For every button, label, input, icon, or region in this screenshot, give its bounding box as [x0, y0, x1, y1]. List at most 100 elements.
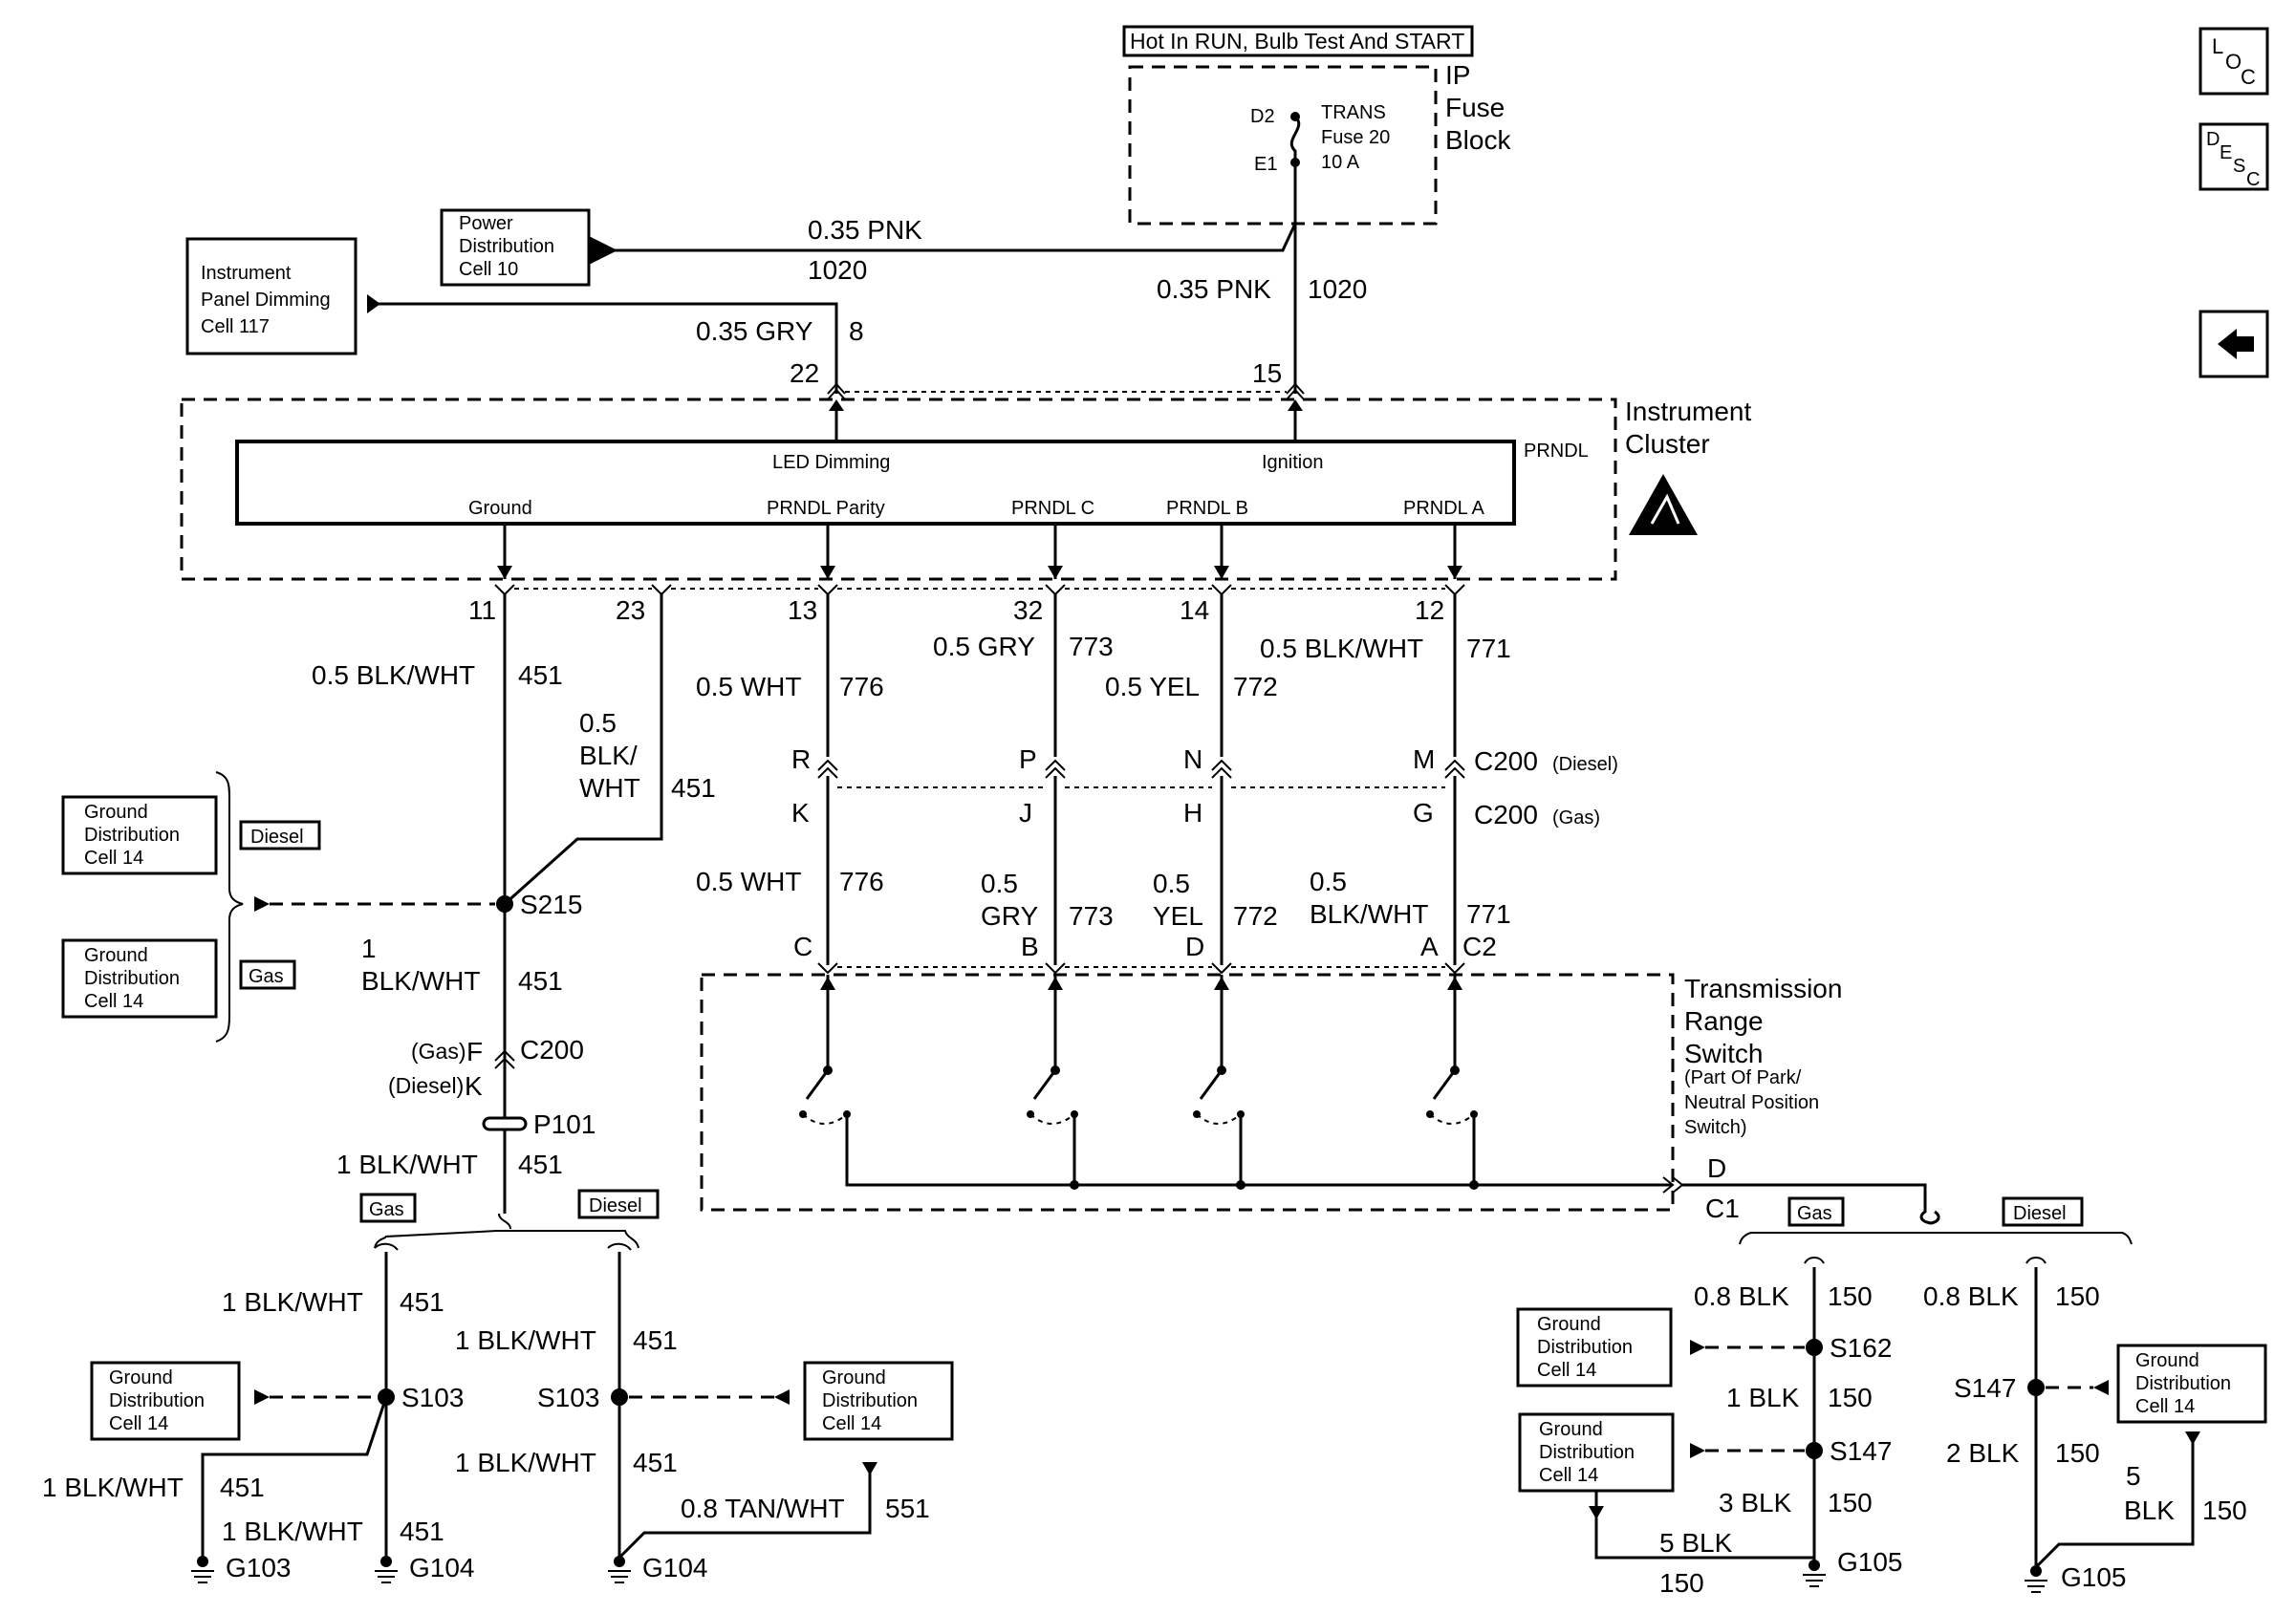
- desc-button[interactable]: D E S C: [2199, 122, 2269, 191]
- desc-s: S: [2233, 156, 2245, 177]
- desc-e: E: [2220, 142, 2232, 163]
- tag-diesel-right-text: Diesel: [2013, 1203, 2067, 1224]
- tag-gas-left-text: Gas: [249, 966, 284, 987]
- wr-150-e: 150: [1659, 1568, 1704, 1598]
- gd-l3: Cell 14: [84, 848, 143, 869]
- ground-dist-box-s103-gas[interactable]: [90, 1361, 241, 1441]
- g104-gas-label: G104: [409, 1553, 475, 1582]
- gd-l2: Distribution: [1537, 1337, 1633, 1358]
- wire-label-pnk: 0.35 PNK: [808, 215, 922, 245]
- loc-o: O: [2225, 50, 2242, 74]
- fuse-header: Hot In RUN, Bulb Test And START: [1130, 29, 1464, 54]
- fuse-header-box: [1122, 25, 1474, 57]
- pin-D: D: [1185, 932, 1204, 961]
- wire-label-451-b: 451: [671, 773, 716, 803]
- wire-label-451-split-3: WHT: [579, 773, 640, 803]
- pin-F: F: [466, 1037, 483, 1066]
- loc-c: C: [2241, 65, 2256, 89]
- ground-icon: [375, 1556, 398, 1583]
- gd-l1: Ground: [2135, 1350, 2199, 1371]
- wr-150-f: 150: [2055, 1438, 2100, 1468]
- esd-warning-icon: [1629, 474, 1698, 535]
- ground-dist-box-s162[interactable]: [1516, 1307, 1673, 1388]
- trs-outline: [700, 973, 1675, 1212]
- pin-22: 22: [790, 358, 819, 388]
- power-dist-box[interactable]: [440, 208, 591, 287]
- c2-connector: [817, 962, 1465, 975]
- pin-14: 14: [1180, 595, 1209, 625]
- ground-dist-box-diesel-left[interactable]: [61, 795, 218, 875]
- gd-l3: Cell 14: [84, 991, 143, 1012]
- pin-15: 15: [1252, 358, 1282, 388]
- gd-l2: Distribution: [109, 1390, 205, 1411]
- gd-l3: Cell 14: [109, 1413, 168, 1434]
- cluster-prndl-label: PRNDL: [1524, 441, 1589, 462]
- fuse-block-label-2: Fuse: [1445, 93, 1505, 122]
- pin-K-451: K: [465, 1071, 483, 1101]
- pin-K: K: [791, 798, 810, 828]
- s162-label: S162: [1830, 1333, 1892, 1363]
- back-button[interactable]: [2199, 310, 2269, 378]
- gd-l1: Ground: [109, 1367, 173, 1388]
- tag-gas-left: [239, 959, 296, 990]
- wire-label-772: 772: [1233, 672, 1278, 701]
- wr-label-08blk-a: 0.8 BLK: [1694, 1281, 1789, 1311]
- ground-icon: [191, 1556, 214, 1583]
- p101-label: P101: [533, 1109, 596, 1139]
- wire-1020-to-power-dist: [583, 223, 1297, 268]
- pin-11: 11: [468, 595, 496, 625]
- ip-dimming-box[interactable]: [185, 237, 357, 355]
- wire-label-1blkwht: 1 BLK/WHT: [336, 1150, 478, 1179]
- pin-N: N: [1183, 744, 1202, 774]
- wl-l-2: 1 BLK/WHT: [455, 1325, 596, 1355]
- pin-B: B: [1021, 932, 1039, 961]
- tag-gas-mid-text: Gas: [369, 1199, 404, 1220]
- fuse-element-icon: [1289, 115, 1301, 162]
- p101-connector: [482, 1116, 528, 1131]
- wr-150-c: 150: [1828, 1383, 1873, 1412]
- wire-label-773-2: 773: [1069, 901, 1114, 931]
- ip-fuse-block: [1128, 65, 1438, 226]
- wr-label-5blk: 5 BLK: [1659, 1528, 1733, 1558]
- s215-label: S215: [520, 890, 582, 919]
- ip-dimming-l2: Panel Dimming: [201, 290, 331, 311]
- wl-l-451-1: 451: [400, 1287, 444, 1317]
- wire-label-05-a: 0.5: [981, 869, 1018, 898]
- c200-diesel-tag: (Diesel): [1552, 754, 1618, 775]
- gd-l1: Ground: [84, 945, 148, 966]
- wire-label-773: 773: [1069, 632, 1114, 661]
- loc-button[interactable]: L O C: [2199, 27, 2269, 96]
- trs-label-4: (Part Of Park/: [1684, 1067, 1802, 1088]
- wire-label-wht-2: 0.5 WHT: [696, 867, 801, 896]
- wire-label-8: 8: [849, 316, 864, 346]
- ground-icon: [2025, 1565, 2047, 1593]
- wire-label-776-2: 776: [839, 867, 884, 896]
- wl-l-3: 1 BLK/WHT: [42, 1473, 184, 1502]
- wire-label-451-d: 451: [518, 1150, 563, 1179]
- pin-P: P: [1019, 744, 1037, 774]
- ground-dist-box-s103-diesel[interactable]: [803, 1361, 954, 1441]
- tag-gas-mid: [359, 1193, 417, 1223]
- wl-l-5: 1 BLK/WHT: [455, 1448, 596, 1477]
- pin-13: 13: [788, 595, 817, 625]
- wire-label-blkwht-2: BLK/WHT: [1310, 899, 1428, 929]
- pin-J: J: [1019, 798, 1032, 828]
- trs-label-1: Transmission: [1684, 974, 1842, 1003]
- ground-icon: [1803, 1560, 1826, 1587]
- wl-l-451-2: 451: [633, 1325, 678, 1355]
- ground-dist-box-gas-left[interactable]: [61, 938, 218, 1019]
- wire-451-branch: [503, 594, 663, 906]
- ground-dist-box-s147-diesel[interactable]: [2116, 1344, 2267, 1424]
- gd-l2: Distribution: [1539, 1442, 1635, 1463]
- wire-label-gry-2: GRY: [981, 901, 1038, 931]
- wl-l-451-5: 451: [633, 1448, 678, 1477]
- wire-label-451-a: 451: [518, 660, 563, 690]
- gd-l3: Cell 14: [2135, 1396, 2195, 1417]
- g105-gas-label: G105: [1837, 1547, 1903, 1577]
- tag-diesel-mid: [577, 1189, 660, 1219]
- wire-label-451-split-1: 0.5: [579, 708, 617, 738]
- tag-gas-right: [1787, 1196, 1845, 1227]
- trs-label-3: Switch: [1684, 1039, 1763, 1068]
- gd-l2: Distribution: [822, 1390, 918, 1411]
